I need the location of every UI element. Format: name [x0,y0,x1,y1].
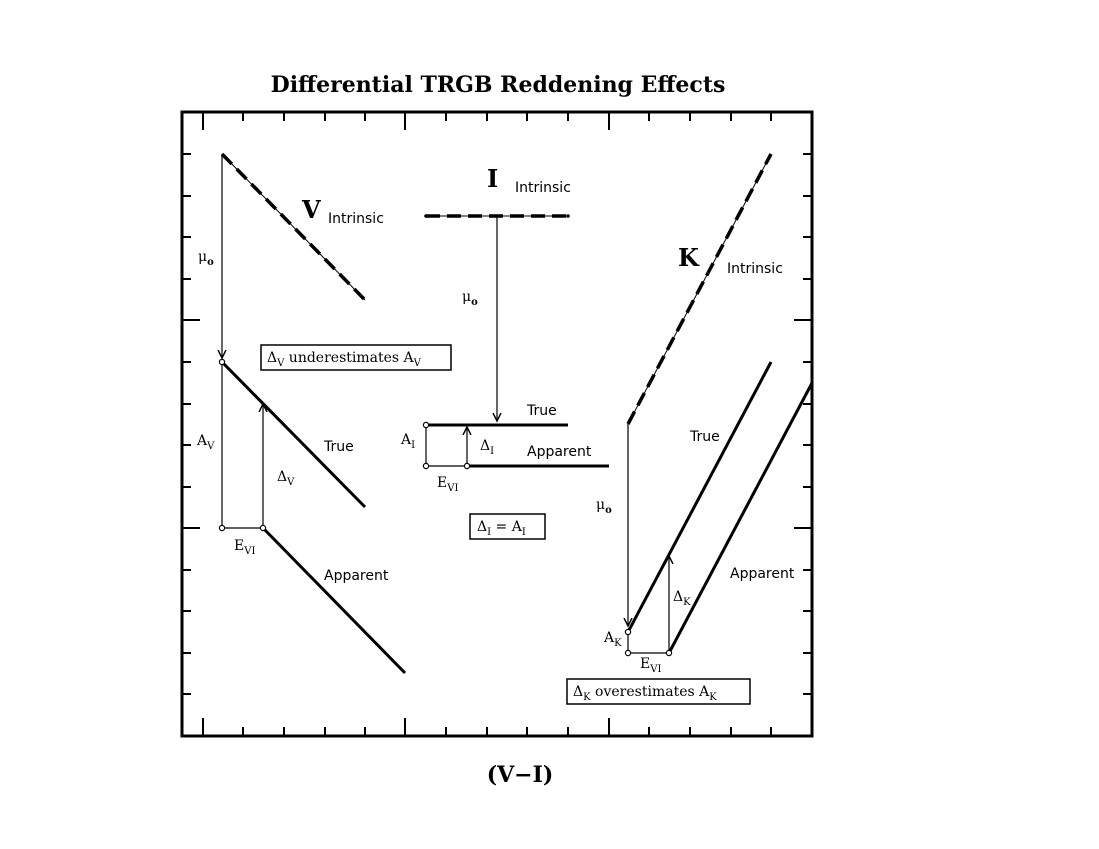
plot-frame [180,110,814,738]
k-overestimates-text: ΔK overestimates AK [573,684,717,703]
k-overestimates-box [566,678,751,705]
v-evi-label: EVI [234,538,255,557]
v-apparent-line [261,526,407,675]
diagram-title: Differential TRGB Reddening Effects [271,72,726,98]
k-point-corner [624,649,632,657]
v-band-label: V [301,195,321,224]
k-mu-symbol: μo [596,497,612,516]
k-delta-label: ΔK [673,589,691,608]
tick-marks [182,112,812,736]
v-intrinsic-label: Intrinsic [328,211,384,227]
k-apparent-label: Apparent [730,566,795,582]
v-true-label: True [323,439,354,455]
i-intrinsic-start [424,214,428,218]
v-underestimates-box [260,344,452,371]
i-intrinsic-label: Intrinsic [515,180,571,196]
k-apparent-line [667,382,814,654]
i-evi-label: EVI [437,475,458,494]
k-true-label: True [689,429,720,445]
i-delta-label: ΔI [480,438,494,457]
v-true-line [220,360,367,509]
k-point-true [624,628,632,636]
v-underestimates-text: ΔV underestimates AV [267,350,422,369]
k-evi-label: EVI [640,656,661,675]
x-axis-label: (V−I) [487,762,554,788]
i-intrinsic-end [566,214,570,218]
v-mu-symbol: μo [198,249,214,268]
v-band-group: V Intrinsic μo True Apparent AV EVI ΔV Δ… [196,152,452,675]
k-intrinsic-dashes [626,153,773,425]
i-band-label: I [487,164,498,193]
v-point-true [218,358,226,366]
i-true-label: True [526,403,557,419]
k-intrinsic-label: Intrinsic [727,261,783,277]
k-ak-label: AK [603,630,622,649]
i-equals-box [469,513,546,540]
v-point-corner [218,524,226,532]
v-av-label: AV [196,433,215,452]
k-point-apparent [665,649,673,657]
k-true-line [626,361,773,633]
k-band-group: K Intrinsic μo True Apparent AK EVI ΔK Δ… [566,153,814,705]
v-intrinsic-dashes [220,152,367,302]
i-point-apparent [463,462,471,470]
i-point-corner [422,462,430,470]
v-delta-label: ΔV [277,469,295,488]
i-equals-text: ΔI = AI [477,519,526,538]
v-point-apparent [259,524,267,532]
i-apparent-label: Apparent [527,444,592,460]
i-band-group: I Intrinsic μo True Apparent AI EVI ΔI Δ… [400,164,609,540]
i-point-true [422,421,430,429]
k-band-label: K [678,243,700,272]
v-apparent-label: Apparent [324,568,389,584]
i-mu-symbol: μo [462,289,478,308]
i-ai-label: AI [400,432,415,451]
